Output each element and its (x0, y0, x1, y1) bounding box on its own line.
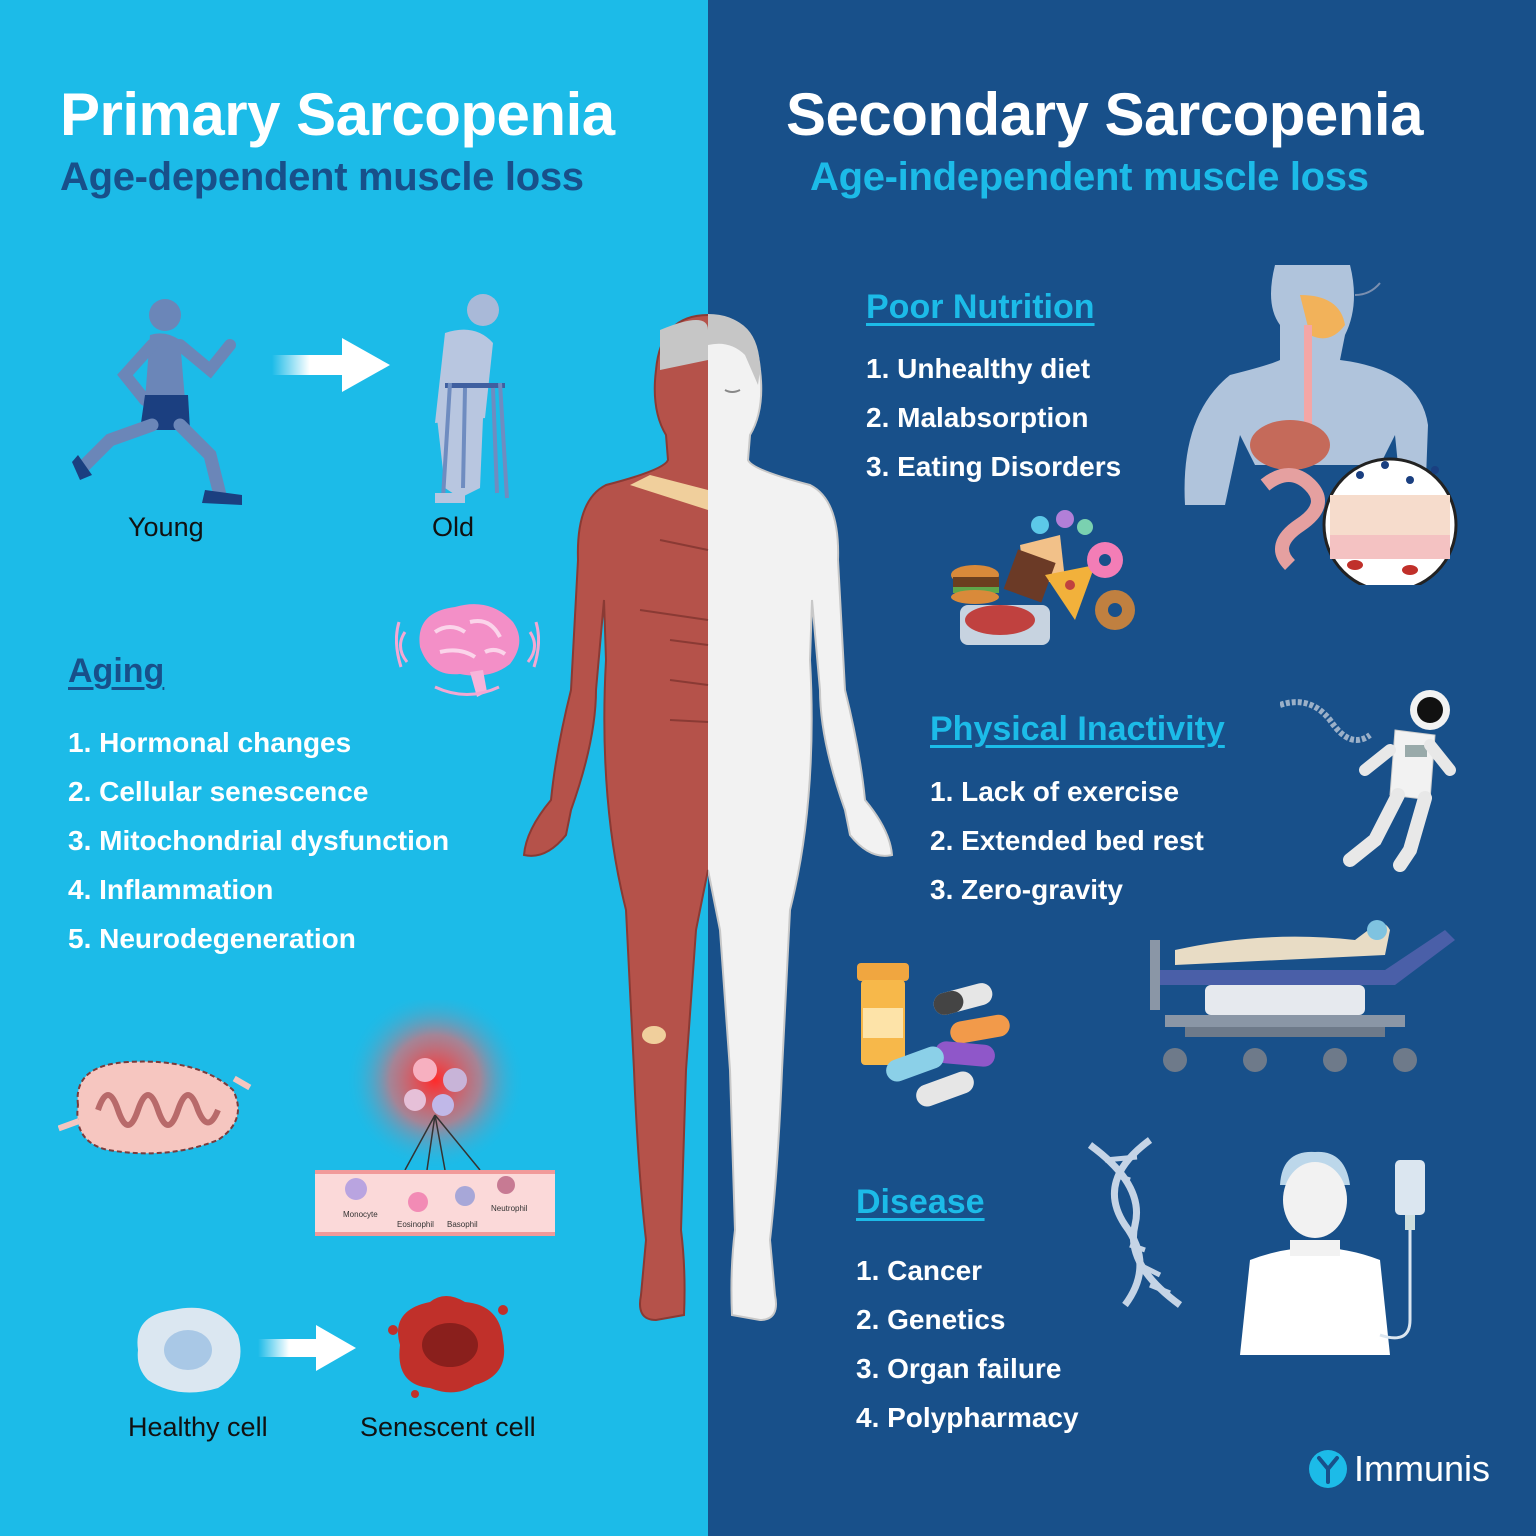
blood-vessel-diagram: Monocyte Eosinophil Basophil Neutrophil (315, 1170, 555, 1236)
old-label: Old (432, 512, 475, 542)
runner-illustration-icon (70, 290, 250, 510)
aging-heading: Aging (68, 652, 165, 690)
aging-list: 1. Hormonal changes 2. Cellular senescen… (68, 718, 449, 963)
physical-inactivity-item: 3. Zero-gravity (930, 874, 1123, 905)
antibody-logo-icon (1309, 1450, 1347, 1488)
neutrophil-icon (497, 1176, 515, 1194)
poor-nutrition-heading: Poor Nutrition (866, 288, 1095, 326)
arrow-right-icon (272, 338, 392, 392)
disease-item: 1. Cancer (856, 1255, 983, 1286)
eosinophil-icon (408, 1192, 428, 1212)
patient-iv-drip-icon (1220, 1150, 1455, 1365)
healthy-cell-icon (128, 1300, 248, 1400)
basophil-icon (455, 1186, 475, 1206)
aging-item: 4. Inflammation (68, 874, 274, 905)
eosinophil-label: Eosinophil (397, 1220, 434, 1229)
poor-nutrition-item: 3. Eating Disorders (866, 451, 1122, 482)
brain-icon (395, 592, 540, 707)
secondary-title: Secondary Sarcopenia (786, 81, 1423, 148)
astronaut-zero-gravity-icon (1280, 690, 1465, 875)
disease-item: 2. Genetics (856, 1304, 1006, 1335)
poor-nutrition-list: 1. Unhealthy diet 2. Malabsorption 3. Ea… (866, 344, 1121, 491)
poor-nutrition-item: 2. Malabsorption (866, 402, 1089, 433)
brand-name: Immunis (1354, 1448, 1491, 1489)
physical-inactivity-item: 2. Extended bed rest (930, 825, 1204, 856)
human-anatomy-muscle-skin-illustration-icon (520, 310, 900, 1410)
arrow-right-icon (258, 1325, 358, 1371)
aging-item: 2. Cellular senescence (68, 776, 369, 807)
pills-medication-icon (855, 958, 1015, 1118)
junk-food-icon (945, 505, 1145, 660)
disease-heading: Disease (856, 1183, 985, 1221)
immunis-logo: Immunis (1308, 1448, 1490, 1490)
young-label: Young (128, 512, 204, 542)
neutrophil-label: Neutrophil (491, 1204, 528, 1213)
senescent-cell-icon (385, 1290, 510, 1400)
damaged-mitochondria-icon (58, 1050, 258, 1165)
monocyte-label: Monocyte (343, 1210, 378, 1219)
aging-item: 1. Hormonal changes (68, 727, 352, 758)
inflammation-illustration-icon (315, 1000, 555, 1240)
aging-item: 3. Mitochondrial dysfunction (68, 825, 450, 856)
aging-item: 5. Neurodegeneration (68, 923, 356, 954)
physical-inactivity-list: 1. Lack of exercise 2. Extended bed rest… (930, 767, 1204, 914)
poor-nutrition-item: 1. Unhealthy diet (866, 353, 1091, 384)
digestive-system-malabsorption-icon (1180, 265, 1460, 585)
hospital-bed-patient-icon (1145, 910, 1460, 1090)
physical-inactivity-heading: Physical Inactivity (930, 710, 1225, 748)
secondary-subtitle: Age-independent muscle loss (810, 155, 1369, 199)
primary-title: Primary Sarcopenia (60, 81, 615, 148)
disease-item: 3. Organ failure (856, 1353, 1062, 1384)
primary-subtitle: Age-dependent muscle loss (60, 155, 584, 199)
physical-inactivity-item: 1. Lack of exercise (930, 776, 1180, 807)
basophil-label: Basophil (447, 1220, 478, 1229)
healthy-cell-label: Healthy cell (128, 1412, 268, 1442)
disease-list: 1. Cancer 2. Genetics 3. Organ failure 4… (856, 1246, 1079, 1442)
primary-panel (0, 0, 708, 1536)
disease-item: 4. Polypharmacy (856, 1402, 1079, 1433)
monocyte-icon (345, 1178, 367, 1200)
senescent-cell-label: Senescent cell (360, 1412, 536, 1442)
dna-helix-icon (1075, 1135, 1195, 1310)
elderly-walker-illustration-icon (405, 288, 525, 510)
